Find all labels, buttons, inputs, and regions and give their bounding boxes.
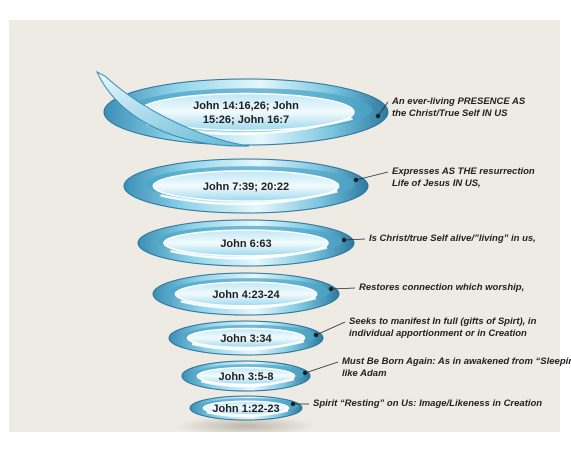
diagram-panel: John 1:22-23 John 3:5-8 John 3:34 John 4:23… — [9, 20, 571, 432]
ring-4-label-line-1: John 4:23-24 — [212, 289, 280, 301]
spiral-ring-2: John 7:39; 20:22 — [123, 158, 369, 214]
ring-5-label-line-1: John 3:34 — [220, 333, 272, 345]
ring-1-label-line-1: John 14:16,26; John — [193, 100, 299, 112]
annotation-connector-5 — [313, 321, 346, 338]
annotation-1-line-1: An ever-living PRESENCE AS — [392, 96, 526, 107]
annotation-connector-7 — [290, 401, 309, 407]
annotation-connector-2 — [353, 171, 389, 183]
annotation-5-line-2: individual apportionment or in Creation — [349, 328, 527, 339]
spiral-ring-6: John 3:5-8 — [181, 360, 311, 392]
ring-3-label-line-1: John 6:63 — [220, 238, 271, 250]
annotation-3-line-1: Is Christ/true Self alive/”living” in us… — [369, 233, 536, 244]
ring-1-label-line-2: 15:26; John 16:7 — [203, 114, 289, 126]
annotation-connector-6 — [302, 361, 339, 376]
annotation-5-line-1: Seeks to manifest In full (gifts of Spir… — [349, 316, 537, 327]
annotation-2-line-1: Expresses AS THE resurrection — [392, 166, 535, 177]
spiral-tornado-diagram: John 1:22-23 John 3:5-8 John 3:34 John 4:23… — [95, 70, 389, 432]
annotation-connector-4 — [328, 286, 356, 292]
annotation-7-line-1: Spirit “Resting” on Us: Image/Likeness i… — [313, 398, 543, 409]
spiral-ring-7: John 1:22-23 — [189, 395, 303, 421]
annotation-6-line-2: like Adam — [342, 368, 387, 379]
spiral-ring-4: John 4:23-24 — [152, 272, 340, 316]
spiral-tail — [95, 70, 250, 147]
ring-2-label-line-1: John 7:39; 20:22 — [203, 181, 289, 193]
annotation-1-line-2: the Christ/True Self IN US — [392, 108, 508, 119]
annotation-6: Must Be Born Again: As in awakened from … — [342, 356, 571, 380]
spiral-ring-5: John 3:34 — [168, 320, 324, 356]
annotation-4-line-1: Restores connection which worship, — [359, 282, 525, 293]
annotation-2-line-2: Life of Jesus IN US, — [392, 178, 481, 189]
annotation-connector-1 — [375, 101, 389, 119]
annotation-5: Seeks to manifest In full (gifts of Spir… — [349, 316, 536, 340]
annotation-4: Restores connection which worship, — [359, 282, 524, 294]
annotation-7: Spirit “Resting” on Us: Image/Likeness i… — [313, 398, 542, 410]
annotation-3: Is Christ/true Self alive/”living” in us… — [369, 233, 536, 245]
annotation-6-line-1: Must Be Born Again: As in awakened from … — [342, 356, 571, 367]
ground-shadow — [176, 416, 316, 432]
ring-7-label-line-1: John 1:22-23 — [212, 403, 279, 415]
spiral-ring-3: John 6:63 — [137, 219, 355, 267]
ring-6-label-line-1: John 3:5-8 — [218, 371, 273, 383]
annotation-connector-3 — [341, 237, 366, 243]
